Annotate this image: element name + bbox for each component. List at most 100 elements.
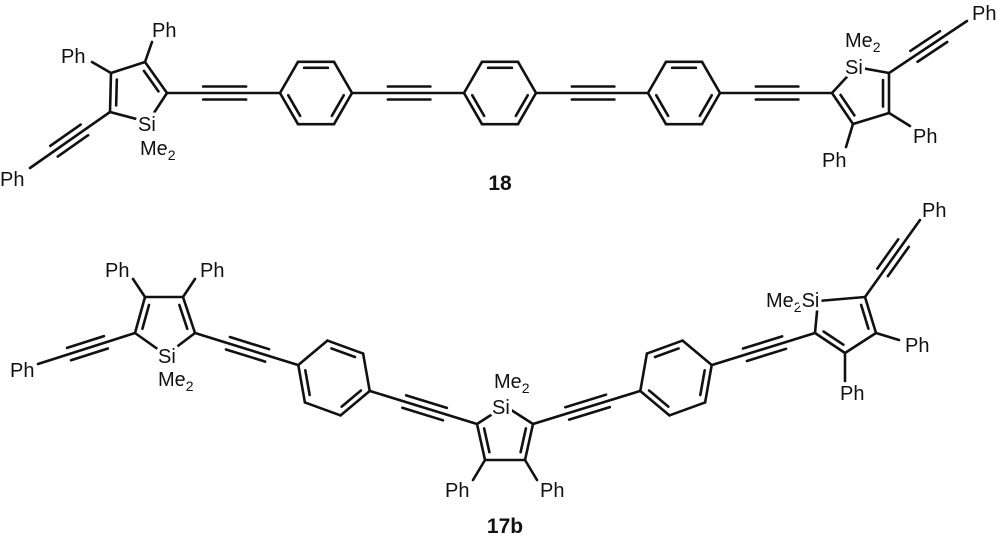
benzene-ring-bond xyxy=(326,339,365,355)
alkyne-bond xyxy=(368,389,479,426)
phenyl-bond xyxy=(181,277,197,299)
silole-ring-bond xyxy=(851,111,891,126)
benzene-ring-double-bond xyxy=(286,94,302,118)
methyl-text: Me xyxy=(158,369,186,391)
phenyl-label: Ph xyxy=(152,20,176,42)
benzene-ring-bond xyxy=(278,91,300,126)
silole-ring-bond xyxy=(830,65,858,95)
phenyl-label: Ph xyxy=(905,335,929,357)
alkyne-bond-line xyxy=(404,394,449,410)
dimethyl-label: Me2 xyxy=(845,30,881,55)
benzene-ring-bond xyxy=(296,363,307,404)
methyl-text: Me xyxy=(140,138,168,160)
alkyne-bond-line xyxy=(916,40,949,64)
benzene-ring-bond xyxy=(303,401,342,417)
alkyne-bond-line xyxy=(886,245,911,278)
phenyl-bond xyxy=(90,60,113,75)
silole-ring-double-bond xyxy=(822,330,845,346)
silole-ring-bond xyxy=(475,404,507,426)
alkyne-bond-line xyxy=(567,405,612,421)
silole-ring-bond xyxy=(133,295,147,335)
dimethyl-label: Me2 xyxy=(494,371,530,396)
benzene-ring-double-bond xyxy=(330,94,346,118)
silicon-text: Si xyxy=(802,290,820,312)
silole-ring-bond xyxy=(108,71,113,114)
silole-ring-bond xyxy=(143,60,169,95)
benzene-ring-bond xyxy=(296,339,329,367)
subscript-text: 2 xyxy=(522,380,530,396)
silole-ring-double-bond xyxy=(114,78,119,107)
benzene-ring-double-bond xyxy=(698,94,714,118)
benzene-ring-bond xyxy=(462,60,484,95)
benzene-ring-double-bond xyxy=(699,369,706,397)
benzene-ring-double-bond xyxy=(654,94,670,118)
alkyne-bond xyxy=(193,331,300,367)
subscript-text: 2 xyxy=(186,378,194,394)
benzene-ring-bond xyxy=(700,60,722,95)
phenyl-label: Ph xyxy=(922,200,946,222)
phenyl-label: Ph xyxy=(972,3,996,25)
alkyne-bond xyxy=(710,331,817,367)
phenyl-label: Ph xyxy=(105,260,129,282)
alkyne-bond-line xyxy=(876,238,900,270)
compound-number-17b: 17b xyxy=(487,515,523,538)
benzene-ring-double-bond xyxy=(470,94,486,118)
phenyl-label: Ph xyxy=(822,150,846,172)
silicon-label: Si xyxy=(845,57,863,79)
silole-ring-bond xyxy=(816,295,867,303)
silole-ring-bond xyxy=(863,295,878,335)
benzene-ring-bond xyxy=(332,91,354,126)
alkyne-bond-line xyxy=(564,393,608,409)
alkyne-bond xyxy=(863,218,922,299)
alkyne-bond-line xyxy=(741,335,784,350)
phenyl-label: Ph xyxy=(200,260,224,282)
benzene-ring-bond xyxy=(646,91,668,126)
silole-ring-double-bond xyxy=(141,303,151,331)
silole-ring-bond xyxy=(830,91,855,126)
benzene-ring-bond xyxy=(516,60,538,95)
alkyne-bond xyxy=(887,19,969,75)
silole-ring-bond xyxy=(109,60,147,75)
benzene-ring-bond xyxy=(668,401,707,417)
alkyne-bond-line xyxy=(909,29,942,53)
phenyl-label: Ph xyxy=(10,360,34,382)
silole-ring-double-bond xyxy=(178,303,189,331)
phenyl-bond xyxy=(874,331,901,342)
phenyl-bond xyxy=(131,277,147,299)
subscript-text: 2 xyxy=(168,147,176,163)
silole-ring-bond xyxy=(475,422,487,462)
benzene-ring-bond xyxy=(361,352,372,393)
dimethyl-label: Me2 xyxy=(158,369,194,394)
silole-ring-bond xyxy=(854,65,891,75)
methyl-text: Me xyxy=(494,371,522,393)
compound-number-18: 18 xyxy=(488,172,512,195)
alkyne-bond-line xyxy=(401,406,445,422)
silole-ring-double-bond xyxy=(839,93,856,117)
silole-ring-double-bond xyxy=(519,427,528,454)
silole-ring-double-bond xyxy=(142,69,160,93)
phenyl-label: Ph xyxy=(61,46,85,68)
methyl-text: Me xyxy=(766,290,794,312)
phenyl-label: Ph xyxy=(445,480,469,502)
benzene-ring-bond xyxy=(516,91,538,126)
phenyl-bond xyxy=(523,458,539,482)
silole-ring-double-bond xyxy=(859,303,870,330)
phenyl-bond xyxy=(471,458,487,482)
silicon-label: Si xyxy=(158,346,176,368)
benzene-ring-bond xyxy=(339,389,372,417)
silole-ring-bond xyxy=(813,299,820,335)
silole-ring-bond xyxy=(503,404,535,426)
benzene-ring-bond xyxy=(278,60,300,95)
subscript-text: 2 xyxy=(873,39,881,55)
silole-ring-bond xyxy=(133,331,168,357)
alkyne-bond-line xyxy=(56,133,90,158)
benzene-ring-double-bond xyxy=(514,94,530,118)
phenyl-bond xyxy=(844,122,855,149)
silicon-label: Si xyxy=(492,397,510,419)
phenyl-bond xyxy=(143,40,154,64)
alkyne-bond-line xyxy=(69,347,110,362)
benzene-ring-double-bond xyxy=(304,369,311,397)
alkyne-bond xyxy=(28,110,112,170)
benzene-ring-double-bond xyxy=(330,347,357,359)
